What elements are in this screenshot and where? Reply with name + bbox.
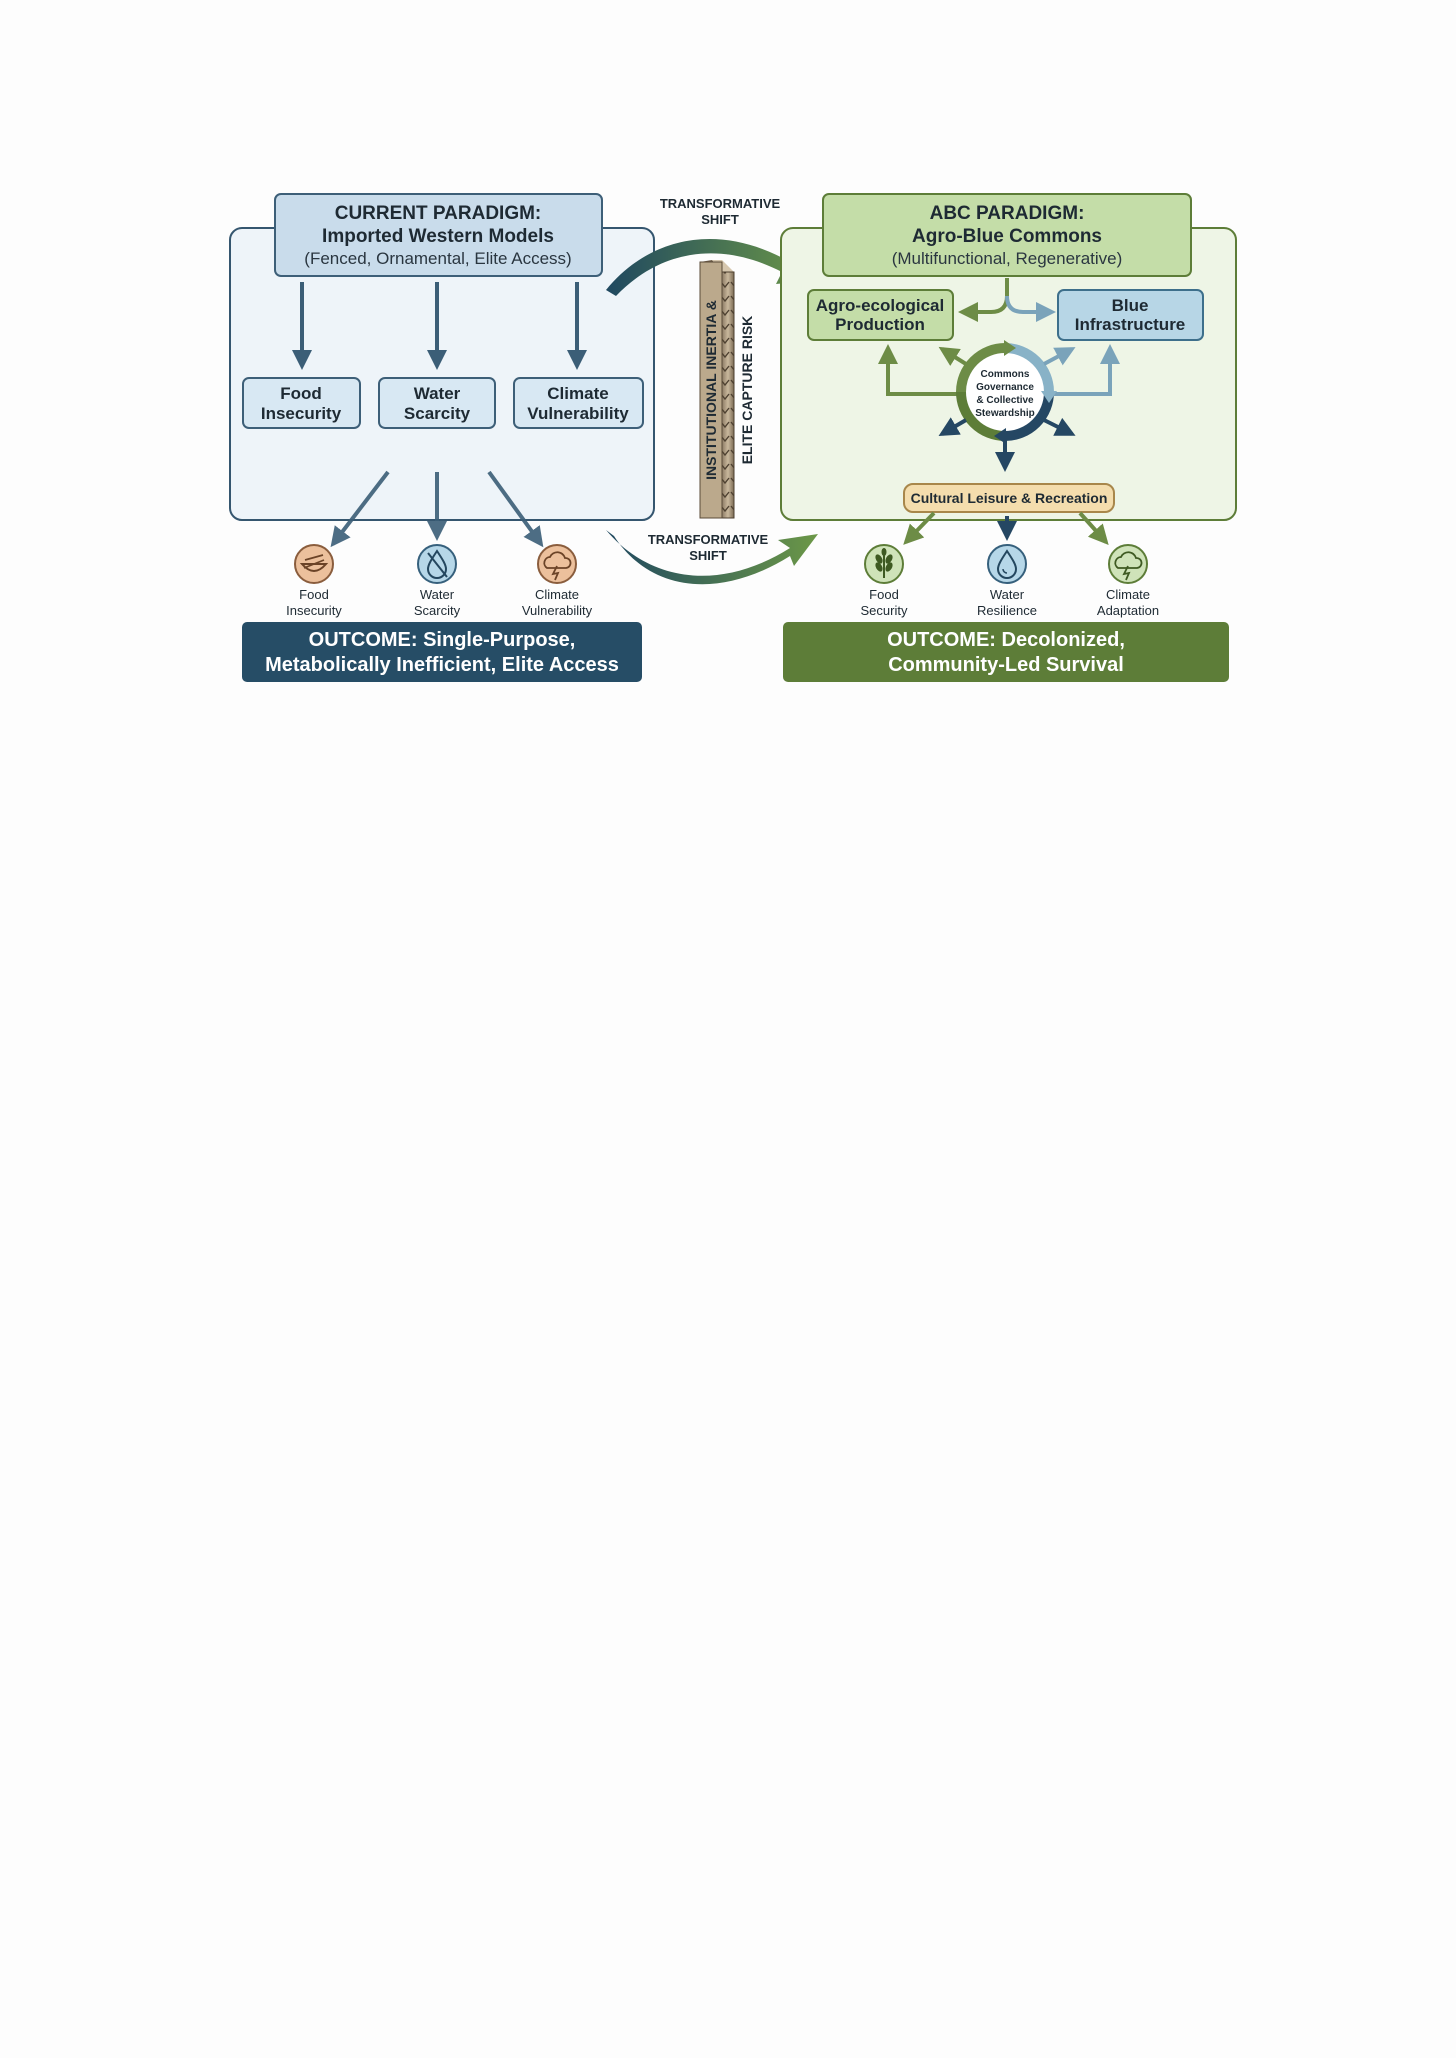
current-outcome-line2: Metabolically Inefficient, Elite Access bbox=[265, 654, 619, 676]
hub-radiating-arrows bbox=[938, 346, 1076, 472]
hub-line2: Governance bbox=[976, 382, 1034, 393]
abc-paradigm-header: ABC PARADIGM: Agro-Blue Commons (Multifu… bbox=[822, 193, 1192, 277]
issue-climate-line1: Climate bbox=[547, 384, 608, 403]
issue-food-line1: Food bbox=[280, 384, 322, 403]
current-title-line1: CURRENT PARADIGM: bbox=[335, 203, 542, 224]
hub-line1: Commons bbox=[981, 369, 1030, 380]
transformative-shift-arrow-bottom bbox=[606, 530, 818, 585]
hub-line4: Stewardship bbox=[975, 408, 1034, 419]
agro-ecological-production-box: Agro-ecological Production bbox=[807, 289, 954, 341]
wheat-icon bbox=[864, 544, 904, 584]
food-bowl-icon bbox=[294, 544, 334, 584]
current-issue-climate: Climate Vulnerability bbox=[513, 377, 644, 429]
icon-label-climate-adaptation-1: Climate bbox=[1106, 587, 1150, 602]
blue-infrastructure-box: Blue Infrastructure bbox=[1057, 289, 1204, 341]
shift-top-line2: SHIFT bbox=[701, 212, 739, 227]
cultural-leisure-label: Cultural Leisure & Recreation bbox=[911, 490, 1108, 506]
agro-line2: Production bbox=[835, 315, 925, 334]
blue-line1: Blue bbox=[1112, 296, 1149, 315]
icon-label-climate-vulnerability-2: Vulnerability bbox=[522, 603, 593, 618]
hub-to-box-arrows bbox=[878, 344, 1120, 396]
abc-outcome-line2: Community-Led Survival bbox=[888, 654, 1124, 676]
shift-bottom-line1: TRANSFORMATIVE bbox=[648, 532, 769, 547]
current-paradigm-header: CURRENT PARADIGM: Imported Western Model… bbox=[274, 193, 603, 277]
institutional-inertia-barrier bbox=[699, 260, 735, 519]
current-outcome-line1: OUTCOME: Single-Purpose, bbox=[309, 629, 576, 651]
shift-top-line1: TRANSFORMATIVE bbox=[660, 196, 781, 211]
icon-label-climate-vulnerability-1: Climate bbox=[535, 587, 579, 602]
water-drop-slash-icon bbox=[417, 544, 457, 584]
icon-label-food-insecurity-1: Food bbox=[299, 587, 329, 602]
icon-label-water-resilience-2: Resilience bbox=[977, 603, 1037, 618]
abc-subtitle: (Multifunctional, Regenerative) bbox=[892, 249, 1123, 268]
icon-label-food-security-1: Food bbox=[869, 587, 899, 602]
cultural-leisure-box: Cultural Leisure & Recreation bbox=[903, 483, 1115, 513]
icon-label-food-insecurity-2: Insecurity bbox=[286, 603, 342, 618]
issue-water-line2: Scarcity bbox=[404, 404, 471, 423]
current-issue-food: Food Insecurity bbox=[242, 377, 361, 429]
shift-bottom-line2: SHIFT bbox=[689, 548, 727, 563]
storm-cloud-icon bbox=[537, 544, 577, 584]
water-drop-icon bbox=[987, 544, 1027, 584]
abc-outcome-arrows bbox=[903, 511, 1109, 545]
abc-branch-connector bbox=[958, 278, 1056, 322]
current-down-arrows bbox=[292, 282, 587, 370]
current-title-line2: Imported Western Models bbox=[322, 226, 554, 247]
transformative-shift-arrow-top bbox=[606, 239, 818, 296]
current-issue-water: Water Scarcity bbox=[378, 377, 496, 429]
blue-line2: Infrastructure bbox=[1075, 315, 1186, 334]
abc-outcome-banner: OUTCOME: Decolonized, Community-Led Surv… bbox=[783, 622, 1229, 682]
icon-label-water-scarcity-2: Scarcity bbox=[414, 603, 461, 618]
current-outcome-banner: OUTCOME: Single-Purpose, Metabolically I… bbox=[242, 622, 642, 682]
icon-label-food-security-2: Security bbox=[861, 603, 908, 618]
icon-label-water-resilience-1: Water bbox=[990, 587, 1025, 602]
abc-outcome-line1: OUTCOME: Decolonized, bbox=[887, 629, 1125, 651]
current-outcome-arrows bbox=[330, 470, 544, 548]
cloud-lightning-icon bbox=[1108, 544, 1148, 584]
issue-food-line2: Insecurity bbox=[261, 404, 342, 423]
icon-label-climate-adaptation-2: Adaptation bbox=[1097, 603, 1159, 618]
abc-title-line2: Agro-Blue Commons bbox=[912, 226, 1102, 247]
barrier-label-line2: ELITE CAPTURE RISK bbox=[739, 316, 755, 465]
barrier-label-line1: INSTITUTIONAL INERTIA & bbox=[703, 300, 719, 480]
abc-title-line1: ABC PARADIGM: bbox=[930, 203, 1085, 224]
issue-water-line1: Water bbox=[414, 384, 461, 403]
agro-line1: Agro-ecological bbox=[816, 296, 944, 315]
commons-governance-hub bbox=[956, 340, 1057, 444]
issue-climate-line2: Vulnerability bbox=[527, 404, 629, 423]
hub-line3: & Collective bbox=[976, 395, 1034, 406]
current-subtitle: (Fenced, Ornamental, Elite Access) bbox=[304, 249, 571, 268]
icon-label-water-scarcity-1: Water bbox=[420, 587, 455, 602]
